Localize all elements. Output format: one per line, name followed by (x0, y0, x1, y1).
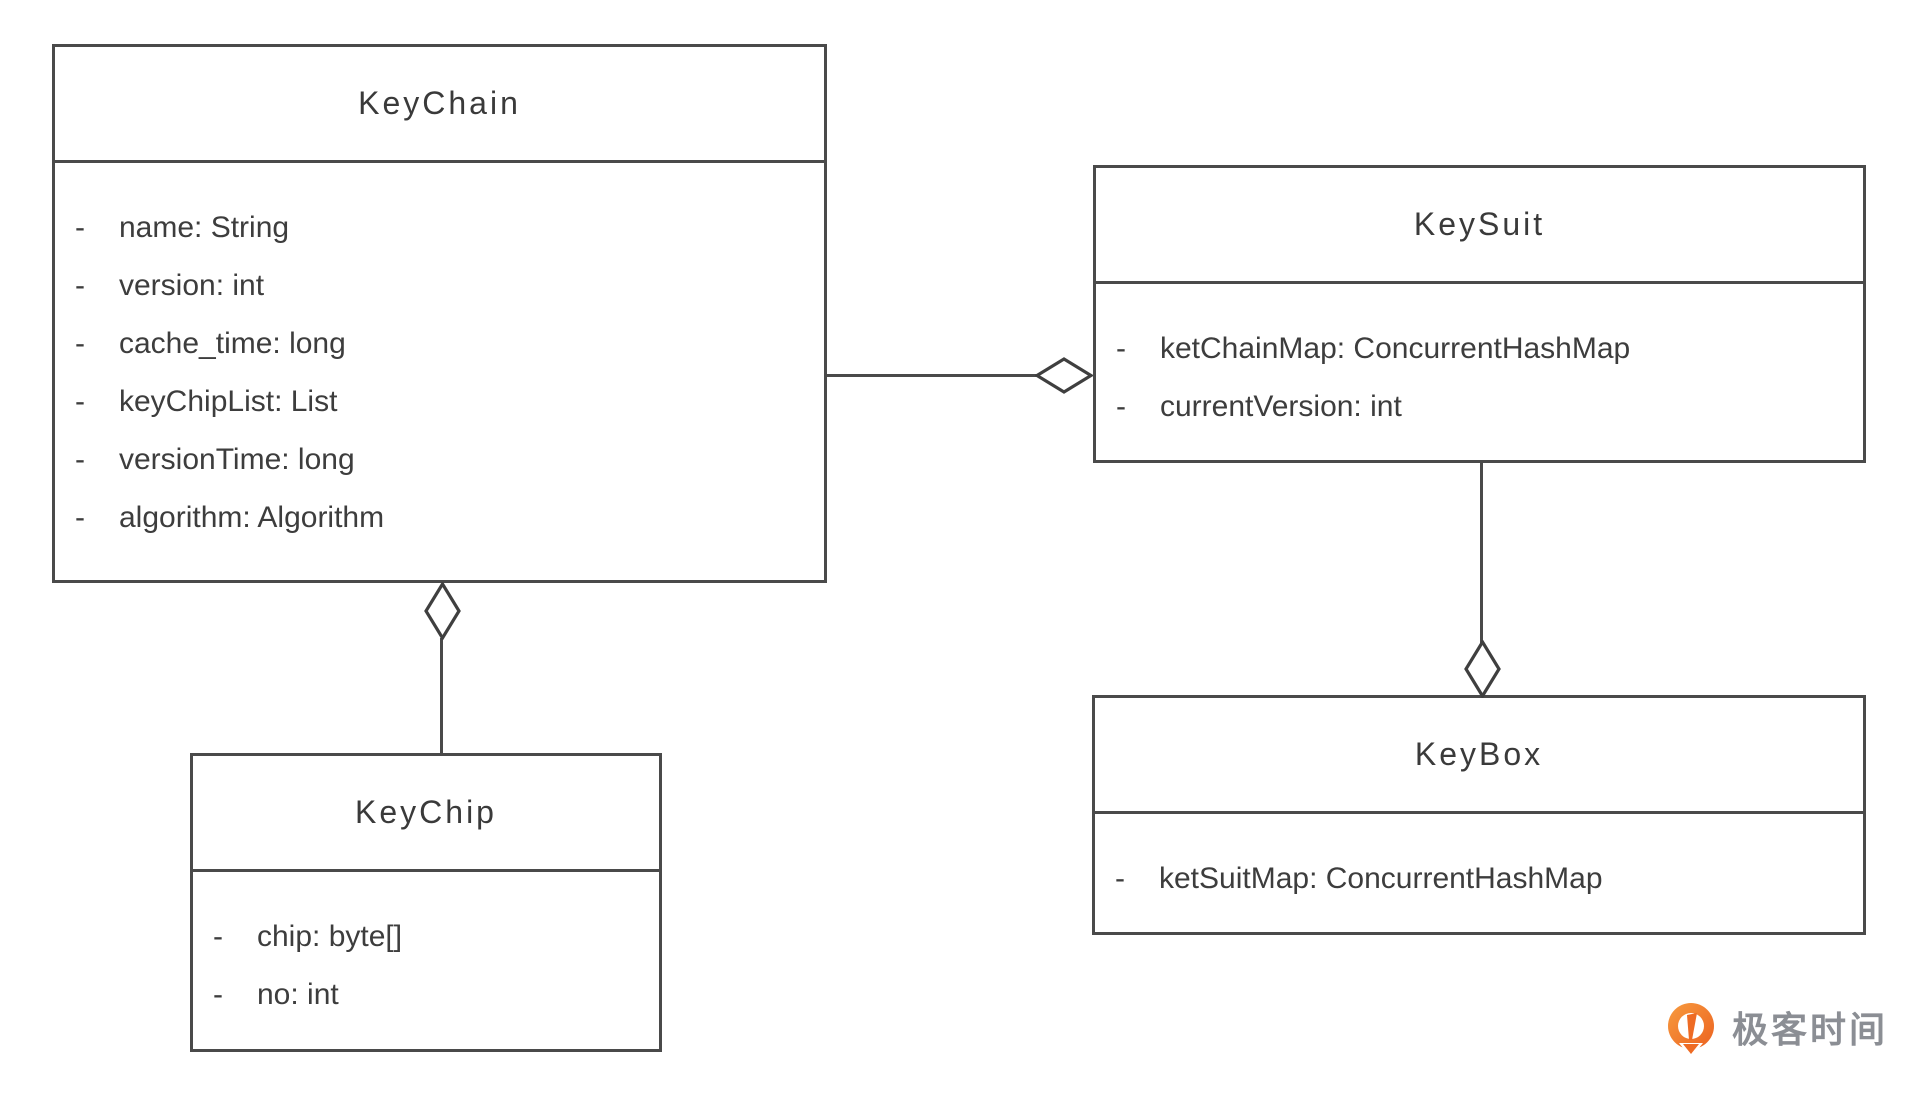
geektime-brand-text: 极客时间 (1732, 1009, 1889, 1050)
visibility-marker: - (1116, 390, 1126, 423)
edge-keychain-keysuit (827, 374, 1039, 377)
visibility-marker: - (1116, 332, 1126, 365)
attribute-row: - version: int (75, 257, 814, 315)
attribute-row: - currentVersion: int (1116, 378, 1853, 436)
class-box-keychain: KeyChain - name: String - version: int -… (52, 44, 827, 583)
class-attributes: - name: String - version: int - cache_ti… (55, 163, 824, 547)
aggregation-diamond-keychain (424, 582, 461, 640)
attribute-text: name: String (119, 211, 290, 244)
visibility-marker: - (75, 269, 85, 302)
attribute-row: - versionTime: long (75, 431, 814, 489)
attribute-text: versionTime: long (119, 443, 355, 476)
attribute-text: no: int (257, 978, 339, 1011)
attribute-text: cache_time: long (119, 327, 346, 360)
attribute-row: - keyChipList: List (75, 373, 814, 431)
attribute-text: chip: byte[] (257, 920, 403, 953)
aggregation-diamond-keybox (1464, 640, 1501, 698)
class-box-keychip: KeyChip - chip: byte[] - no: int (190, 753, 662, 1052)
aggregation-diamond-keysuit (1035, 357, 1093, 394)
class-attributes: - ketChainMap: ConcurrentHashMap - curre… (1096, 284, 1863, 436)
visibility-marker: - (75, 443, 85, 476)
attribute-row: - ketChainMap: ConcurrentHashMap (1116, 320, 1853, 378)
attribute-row: - algorithm: Algorithm (75, 489, 814, 547)
attribute-row: - name: String (75, 199, 814, 257)
class-title: KeyBox (1095, 698, 1863, 814)
attribute-text: ketSuitMap: ConcurrentHashMap (1159, 862, 1603, 895)
visibility-marker: - (75, 327, 85, 360)
class-title: KeySuit (1096, 168, 1863, 284)
class-attributes: - chip: byte[] - no: int (193, 872, 659, 1024)
attribute-text: ketChainMap: ConcurrentHashMap (1160, 332, 1631, 365)
attribute-text: algorithm: Algorithm (119, 501, 385, 534)
visibility-marker: - (213, 920, 223, 953)
class-attributes: - ketSuitMap: ConcurrentHashMap (1095, 814, 1863, 908)
class-title: KeyChain (55, 47, 824, 163)
visibility-marker: - (75, 385, 85, 418)
attribute-row: - cache_time: long (75, 315, 814, 373)
attribute-row: - no: int (213, 966, 649, 1024)
attribute-text: version: int (119, 269, 265, 302)
class-box-keybox: KeyBox - ketSuitMap: ConcurrentHashMap (1092, 695, 1866, 935)
geektime-watermark: 极客时间 (1666, 1002, 1888, 1058)
edge-keysuit-keybox (1480, 463, 1483, 643)
edge-keychain-keychip (440, 638, 443, 755)
attribute-row: - ketSuitMap: ConcurrentHashMap (1115, 850, 1853, 908)
visibility-marker: - (213, 978, 223, 1011)
visibility-marker: - (75, 501, 85, 534)
visibility-marker: - (1115, 862, 1125, 895)
attribute-text: currentVersion: int (1160, 390, 1402, 423)
class-box-keysuit: KeySuit - ketChainMap: ConcurrentHashMap… (1093, 165, 1866, 463)
attribute-text: keyChipList: List (119, 385, 338, 418)
class-title: KeyChip (193, 756, 659, 872)
visibility-marker: - (75, 211, 85, 244)
attribute-row: - chip: byte[] (213, 908, 649, 966)
geektime-pin-icon (1668, 1003, 1714, 1058)
